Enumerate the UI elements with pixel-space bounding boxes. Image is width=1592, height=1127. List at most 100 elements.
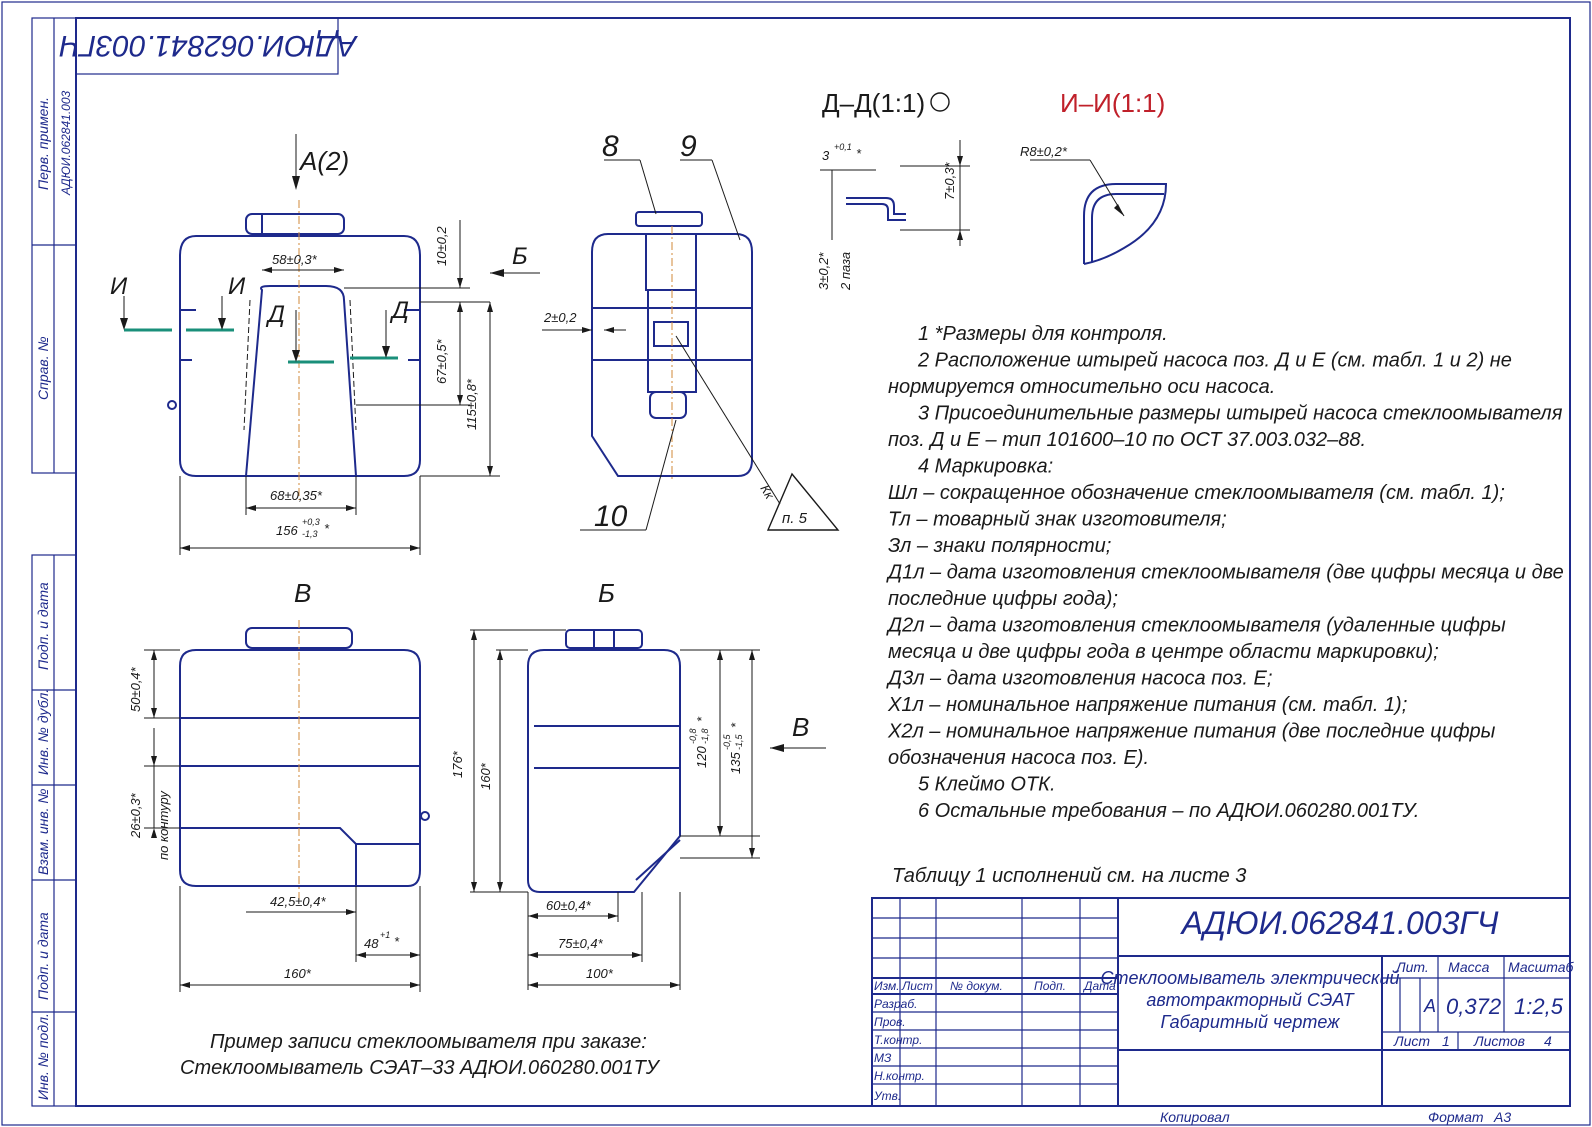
dim-42: 42,5±0,4* bbox=[270, 894, 327, 909]
dim-156-tol-up: +0,3 bbox=[302, 517, 320, 527]
title-name-line3: Габаритный чертеж bbox=[1160, 1012, 1341, 1032]
dim-48-star: * bbox=[394, 934, 400, 949]
dim-po-konturu: по контуру bbox=[156, 790, 171, 860]
strip-podp-data-2: Подп. и дата bbox=[35, 912, 51, 1000]
note-line-8: Зл – знаки полярности; bbox=[888, 535, 1111, 557]
technical-notes: 1 *Размеры для контроля.2 Расположение ш… bbox=[886, 323, 1564, 822]
note-line-4: поз. Д и Е – тип 101600–10 по ОСТ 37.003… bbox=[888, 429, 1366, 451]
note-line-3: 3 Присоединительные размеры штырей насос… bbox=[918, 403, 1563, 425]
left-strip: Перв. примен. АДЮИ.062841.003 Справ. № П… bbox=[31, 17, 77, 1107]
dim-120-star: * bbox=[694, 716, 709, 722]
label-p5: п. 5 bbox=[782, 510, 808, 527]
label-section-dd: Д–Д(1:1) bbox=[822, 88, 925, 118]
label-kk: Кк bbox=[757, 482, 777, 502]
dim-120: 120 bbox=[694, 746, 709, 768]
hdr-masshtab: Масштаб bbox=[1508, 959, 1575, 975]
val-listov: 4 bbox=[1544, 1033, 1552, 1049]
label-d-left: Д bbox=[265, 301, 285, 328]
row-prov: Пров. bbox=[874, 1015, 906, 1029]
strip-inv-dubl: Инв. № дубл. bbox=[35, 689, 51, 775]
dim-7: 7±0,3* bbox=[942, 162, 957, 200]
dim-135-tol-dn: -1,5 bbox=[734, 733, 744, 750]
label-v-arrow: В bbox=[792, 712, 809, 742]
note-line-7: Тл – товарный знак изготовителя; bbox=[888, 509, 1227, 531]
hdr-massa: Масса bbox=[1448, 959, 1490, 975]
table-note: Таблицу 1 исполнений см. на листе 3 bbox=[892, 865, 1246, 887]
caption-format-label: Формат bbox=[1428, 1109, 1484, 1125]
note-line-6: Шл – сокращенное обозначение стеклоомыва… bbox=[888, 482, 1505, 504]
col-podp: Подп. bbox=[1034, 979, 1066, 993]
dim-68: 68±0,35* bbox=[270, 488, 323, 503]
note-line-1: 2 Расположение штырей насоса поз. Д и Е … bbox=[917, 350, 1512, 372]
note-line-10: последние цифры года); bbox=[888, 588, 1118, 610]
dim-160a: 160* bbox=[284, 966, 312, 981]
view-v: В 50±0,4* 26±0,3* по контуру 42,5 bbox=[128, 578, 430, 992]
label-view-b: Б bbox=[598, 578, 615, 608]
label-b-arrow: Б bbox=[512, 243, 528, 270]
col-data: Дата bbox=[1082, 979, 1116, 993]
dim-156: 156 bbox=[276, 523, 298, 538]
note-line-12: месяца и две цифры года в центре области… bbox=[888, 641, 1439, 663]
dim-3-star: * bbox=[856, 146, 862, 161]
dim-156-star: * bbox=[324, 521, 330, 536]
lbl-list: Лист bbox=[1393, 1033, 1430, 1049]
col-list: Лист bbox=[901, 979, 933, 993]
hdr-lit: Лит. bbox=[1395, 959, 1429, 975]
pos-9: 9 bbox=[680, 130, 697, 163]
label-view-v: В bbox=[294, 578, 311, 608]
dim-48: 48 bbox=[364, 936, 379, 951]
row-mz: МЗ bbox=[874, 1051, 892, 1065]
dim-75: 75±0,4* bbox=[558, 936, 604, 951]
order-example-line1: Пример записи стеклоомывателя при заказе… bbox=[210, 1031, 647, 1053]
note-line-9: Д1л – дата изготовления стеклоомывателя … bbox=[886, 562, 1564, 584]
section-dd: Д–Д(1:1) 3 +0,1 * 7±0,3* 3±0,2* 2 паза bbox=[816, 88, 970, 291]
strip-vzam-inv: Взам. инв. № bbox=[35, 788, 51, 875]
label-d-right: Д bbox=[389, 297, 409, 324]
dim-26: 26±0,3* bbox=[128, 792, 143, 839]
dim-3b: 3±0,2* bbox=[816, 252, 831, 290]
strip-perv-primen: Перв. примен. bbox=[35, 97, 51, 190]
dim-r8: R8±0,2* bbox=[1020, 144, 1068, 159]
dim-2: 2±0,2 bbox=[543, 310, 577, 325]
dim-176: 176* bbox=[450, 750, 465, 778]
val-lit: А bbox=[1423, 996, 1436, 1016]
title-block: АДЮИ.062841.003ГЧ Стеклоомыватель электр… bbox=[871, 897, 1575, 1107]
note-line-2: нормируется относительно оси насоса. bbox=[888, 376, 1275, 398]
dim-60: 60±0,4* bbox=[546, 898, 592, 913]
dim-115: 115±0,8* bbox=[464, 378, 479, 430]
col-izm: Изм. bbox=[874, 979, 900, 993]
note-line-16: обозначения насоса поз. Е). bbox=[888, 747, 1149, 769]
strip-podp-data-1: Подп. и дата bbox=[35, 582, 51, 670]
label-i-right: И bbox=[228, 273, 246, 300]
dim-67: 67±0,5* bbox=[434, 338, 449, 384]
dim-120-tol-up: -0,8 bbox=[688, 728, 698, 744]
note-line-15: Х2л – номинальное напряжение питания (дв… bbox=[887, 721, 1496, 743]
val-massa: 0,372 bbox=[1446, 994, 1501, 1019]
lbl-listov: Листов bbox=[1473, 1033, 1525, 1049]
dim-156-tol-dn: -1,3 bbox=[302, 529, 318, 539]
dim-50: 50±0,4* bbox=[128, 666, 143, 712]
label-section-ii: И–И(1:1) bbox=[1060, 88, 1165, 118]
dim-10: 10±0,2 bbox=[434, 226, 449, 266]
row-utv: Утв. bbox=[873, 1089, 901, 1103]
dim-100: 100* bbox=[586, 966, 614, 981]
note-line-11: Д2л – дата изготовления стеклоомывателя … bbox=[886, 615, 1506, 637]
title-name-line2: автотракторный СЭАТ bbox=[1146, 990, 1355, 1010]
view-b: Б bbox=[450, 578, 826, 990]
dim-3-tol: +0,1 bbox=[834, 142, 852, 152]
dim-58: 58±0,3* bbox=[272, 252, 318, 267]
dim-135: 135 bbox=[728, 752, 743, 774]
dim-48-tol: +1 bbox=[380, 930, 390, 940]
row-razrab: Разраб. bbox=[874, 997, 917, 1011]
row-nkontr: Н.контр. bbox=[874, 1069, 925, 1083]
side-view: 8 9 10 Кк п. 5 2±0,2 bbox=[542, 130, 840, 533]
label-a2: А(2) bbox=[298, 146, 349, 176]
pos-8: 8 bbox=[602, 130, 619, 163]
note-line-14: Х1л – номинальное напряжение питания (см… bbox=[887, 694, 1407, 716]
front-view: А(2) Б И И Д Д 58±0,3* 10±0,2 67±0,5* 11… bbox=[110, 134, 540, 555]
dim-2-paza: 2 паза bbox=[838, 252, 853, 291]
val-masshtab: 1:2,5 bbox=[1514, 994, 1564, 1019]
note-line-5: 4 Маркировка: bbox=[918, 456, 1053, 478]
